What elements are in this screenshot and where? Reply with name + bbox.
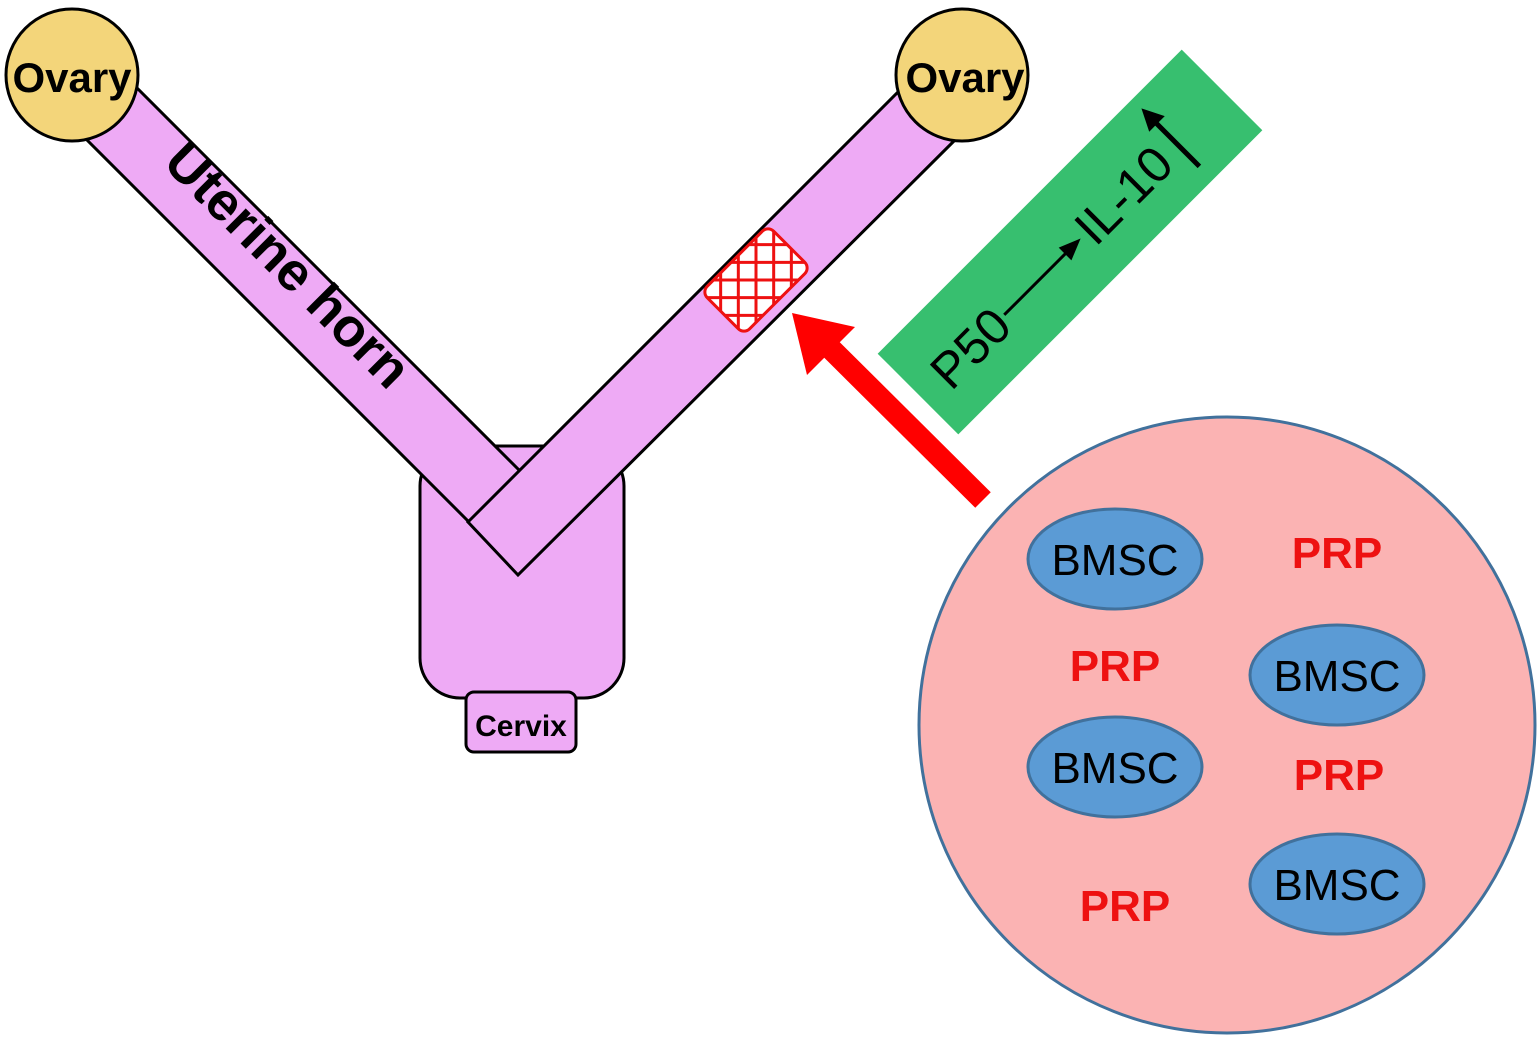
left-ovary: Ovary: [4, 7, 140, 143]
bmsc-cell: BMSC: [1026, 715, 1204, 819]
bmsc-cell: BMSC: [1248, 832, 1426, 936]
right-ovary-label: Ovary: [905, 54, 1025, 101]
pathway-box: P50 IL-10: [877, 49, 1263, 435]
right-uterine-horn: [465, 87, 958, 578]
uterine-horn-label: Uterine horn: [153, 131, 422, 400]
bmsc-label: BMSC: [1051, 744, 1178, 793]
prp-label: PRP: [1080, 882, 1170, 931]
circle-items: BMSC PRP PRP BMSC BMSC PRP PRP BMSC: [1026, 507, 1426, 936]
prp-label: PRP: [1070, 642, 1160, 691]
bmsc-label: BMSC: [1051, 536, 1178, 585]
lesion-patch: [701, 225, 811, 335]
pathway-arrow: [1003, 248, 1072, 316]
prp-label: PRP: [1292, 529, 1382, 578]
right-ovary: Ovary: [894, 7, 1030, 143]
left-ovary-label: Ovary: [12, 54, 132, 101]
bmsc-cell: BMSC: [1026, 507, 1204, 611]
bmsc-label: BMSC: [1273, 861, 1400, 910]
cervix: Cervix: [464, 690, 578, 754]
treatment-circle: [917, 415, 1537, 1035]
treatment-arrow: [792, 313, 991, 508]
pathway-arrowhead: [1058, 238, 1081, 261]
cervix-label: Cervix: [475, 710, 567, 743]
prp-label: PRP: [1294, 751, 1384, 800]
bmsc-label: BMSC: [1273, 652, 1400, 701]
bmsc-cell: BMSC: [1248, 623, 1426, 727]
